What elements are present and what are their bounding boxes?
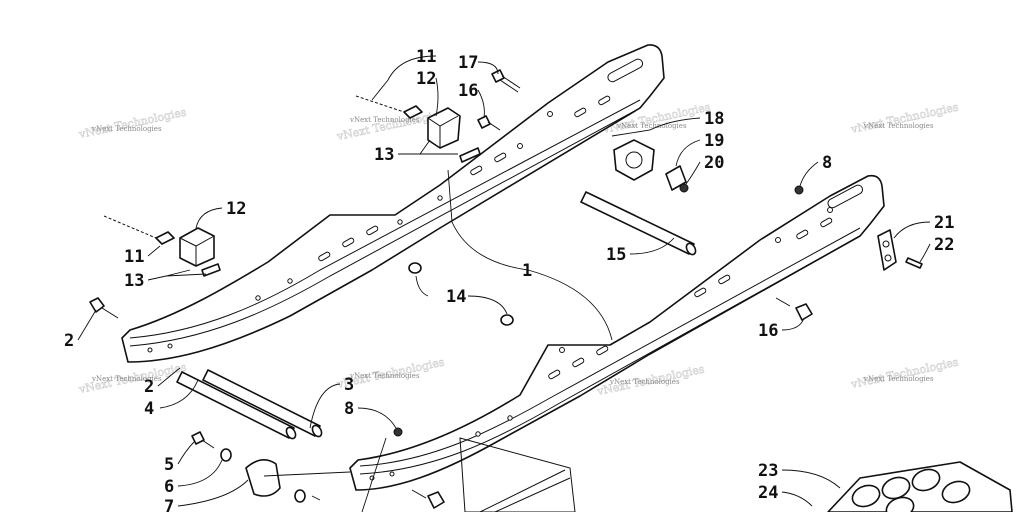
callout-numbers: 11 12 13 17 16 18 19 20 8 21 22 12 11 13… bbox=[64, 47, 954, 512]
washer-7b bbox=[294, 489, 306, 503]
callout-1: 1 bbox=[522, 261, 532, 281]
watermark-text: vNext Technologies bbox=[91, 125, 162, 133]
spacer-19 bbox=[665, 165, 687, 191]
cross-shaft-3 bbox=[202, 369, 323, 438]
rail-left-slots bbox=[147, 95, 611, 353]
bolt-17 bbox=[491, 69, 521, 93]
bolt-16-upper bbox=[477, 115, 501, 131]
callout-2-upper: 2 bbox=[64, 331, 74, 351]
callout-24: 24 bbox=[758, 483, 778, 503]
washer-14-b bbox=[500, 314, 514, 326]
rail-right-slots bbox=[369, 207, 833, 481]
callout-8-lower: 8 bbox=[344, 399, 354, 419]
callout-16-lower: 16 bbox=[758, 321, 778, 341]
block-7 bbox=[245, 459, 281, 497]
idler-block-18 bbox=[613, 139, 655, 181]
callout-19: 19 bbox=[704, 131, 724, 151]
callout-2-lower: 2 bbox=[144, 377, 154, 397]
bolt-5 bbox=[191, 431, 215, 449]
callout-13-upper: 13 bbox=[374, 145, 394, 165]
callout-13-lower: 13 bbox=[124, 271, 144, 291]
bracket-12-lower bbox=[103, 215, 215, 267]
watermark-text: vNext Technologies bbox=[863, 122, 934, 130]
nut-20 bbox=[679, 183, 689, 193]
callout-14: 14 bbox=[446, 287, 466, 307]
watermark-text: vNext Technologies bbox=[863, 375, 934, 383]
callout-21: 21 bbox=[934, 213, 954, 233]
nut-8-lower bbox=[393, 427, 403, 437]
cross-shaft-15 bbox=[580, 191, 697, 256]
callout-20: 20 bbox=[704, 153, 724, 173]
callout-8-upper: 8 bbox=[822, 153, 832, 173]
callout-15: 15 bbox=[606, 245, 626, 265]
callout-23: 23 bbox=[758, 461, 778, 481]
watermark-ghost: vNext Technologies bbox=[849, 100, 960, 136]
callout-7: 7 bbox=[164, 497, 174, 512]
callout-16-upper: 16 bbox=[458, 81, 478, 101]
callout-4: 4 bbox=[144, 399, 154, 419]
callout-11-lower: 11 bbox=[124, 247, 144, 267]
nut-8-upper bbox=[794, 185, 804, 195]
bolt-2-lower bbox=[411, 489, 445, 509]
callout-22: 22 bbox=[934, 235, 954, 255]
bracket-21 bbox=[877, 229, 897, 271]
pin-13 bbox=[459, 147, 481, 163]
slide-rail-bottom bbox=[459, 437, 576, 512]
washer-14-a bbox=[408, 262, 422, 274]
idler-wheels-23-24 bbox=[827, 461, 1013, 512]
watermark-text: vNext Technologies bbox=[349, 372, 420, 380]
rail-right bbox=[349, 174, 885, 491]
watermark-ghost: vNext Technologies bbox=[77, 105, 188, 141]
watermark-text: vNext Technologies bbox=[349, 116, 420, 124]
watermark-ghost: vNext Technologies bbox=[849, 355, 960, 391]
watermark-text: vNext Technologies bbox=[609, 378, 680, 386]
bolt-2-upper bbox=[89, 297, 119, 319]
callout-18: 18 bbox=[704, 109, 724, 129]
bolt-16-lower bbox=[775, 297, 813, 321]
bracket-12-upper bbox=[355, 95, 461, 149]
callout-5: 5 bbox=[164, 455, 174, 475]
callout-12-upper: 12 bbox=[416, 69, 436, 89]
watermark-text: vNext Technologies bbox=[91, 375, 162, 383]
cross-shaft-4 bbox=[176, 371, 297, 440]
callout-6: 6 bbox=[164, 477, 174, 497]
callout-3: 3 bbox=[344, 375, 354, 395]
rail-left bbox=[121, 44, 665, 363]
callout-17: 17 bbox=[458, 53, 478, 73]
washer-6 bbox=[220, 448, 232, 462]
screw-22 bbox=[905, 257, 923, 269]
callout-12-lower: 12 bbox=[226, 199, 246, 219]
callout-11-upper: 11 bbox=[416, 47, 436, 67]
leader-lines bbox=[77, 55, 931, 512]
watermark-text: vNext Technologies bbox=[616, 122, 687, 130]
